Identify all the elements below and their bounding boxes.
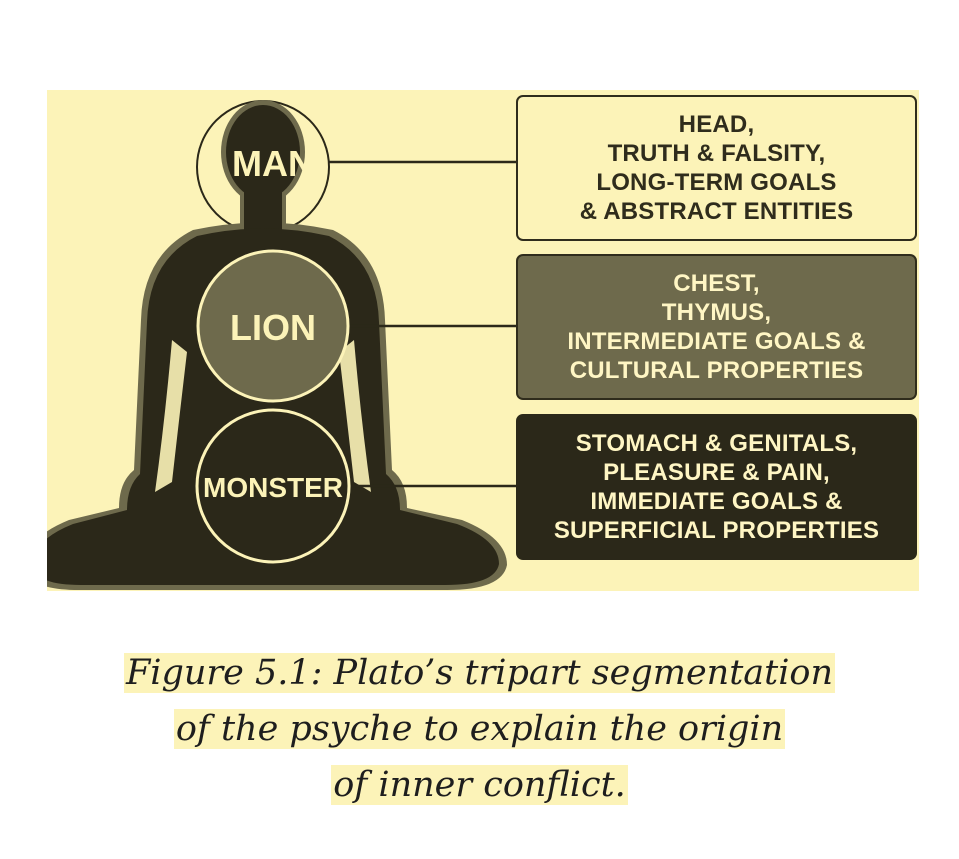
head-box: HEAD, TRUTH & FALSITY, LONG-TERM GOALS &… bbox=[516, 95, 917, 241]
left-arm-gap bbox=[155, 340, 187, 492]
chest-box-line: CULTURAL PROPERTIES bbox=[569, 357, 864, 384]
caption-line: of the psyche to explain the origin bbox=[0, 701, 959, 757]
caption-line-text: Figure 5.1: Plato’s tripart segmentation bbox=[123, 653, 836, 693]
chest-box-line: INTERMEDIATE GOALS & bbox=[567, 328, 866, 355]
head-box-line: LONG-TERM GOALS bbox=[596, 169, 837, 196]
caption-line: Figure 5.1: Plato’s tripart segmentation bbox=[0, 645, 959, 701]
caption-line-text: of the psyche to explain the origin bbox=[173, 709, 786, 749]
right-arm-gap bbox=[339, 340, 371, 492]
chest-box-line: CHEST, bbox=[673, 270, 760, 297]
head-box-line: HEAD, bbox=[678, 111, 755, 138]
chest-box: CHEST, THYMUS, INTERMEDIATE GOALS & CULT… bbox=[516, 254, 917, 400]
caption-line: of inner conflict. bbox=[0, 757, 959, 813]
monster-label: MONSTER bbox=[203, 472, 343, 503]
silhouette bbox=[47, 105, 499, 585]
stomach-box-line: SUPERFICIAL PROPERTIES bbox=[553, 517, 880, 544]
lion-circle bbox=[196, 249, 350, 403]
stomach-box-line: IMMEDIATE GOALS & bbox=[590, 488, 843, 515]
diagram-panel: MAN LION MONSTER HEAD, TRUTH & FALSITY, … bbox=[47, 90, 919, 591]
stomach-box: STOMACH & GENITALS, PLEASURE & PAIN, IMM… bbox=[516, 414, 917, 560]
figure-caption: Figure 5.1: Plato’s tripart segmentation… bbox=[0, 645, 959, 813]
head-box-line: TRUTH & FALSITY, bbox=[607, 140, 826, 167]
caption-line-text: of inner conflict. bbox=[331, 765, 628, 805]
psyche-figure: MAN LION MONSTER bbox=[47, 100, 517, 590]
monster-circle bbox=[195, 408, 351, 564]
man-label: MAN bbox=[232, 143, 314, 184]
lion-label: LION bbox=[230, 307, 316, 348]
head-box-line: & ABSTRACT ENTITIES bbox=[579, 198, 854, 225]
chest-box-line: THYMUS, bbox=[661, 299, 772, 326]
stomach-box-line: STOMACH & GENITALS, bbox=[575, 430, 858, 457]
stomach-box-line: PLEASURE & PAIN, bbox=[603, 459, 830, 486]
